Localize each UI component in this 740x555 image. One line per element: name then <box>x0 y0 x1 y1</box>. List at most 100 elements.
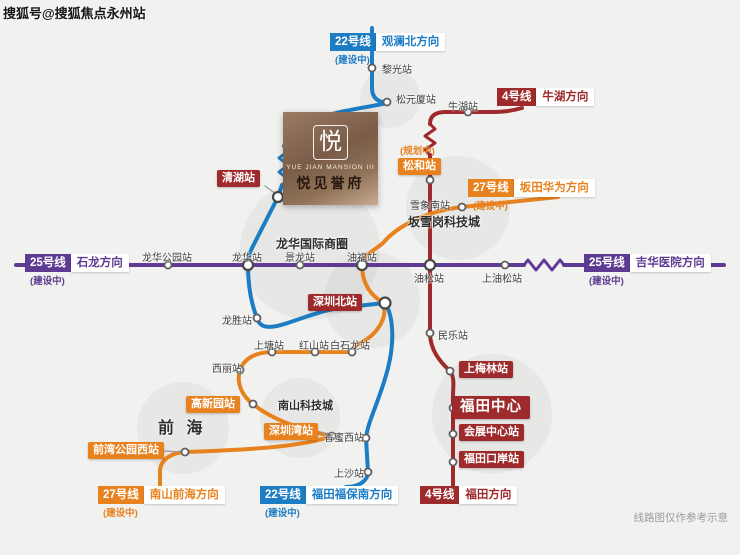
station-dot <box>457 202 467 212</box>
station-dot <box>425 328 435 338</box>
line-direction-chip: 石龙方向 <box>70 254 129 272</box>
station-dot <box>361 433 371 443</box>
interchange-dot <box>355 258 369 272</box>
station-label: 松元厦站 <box>396 95 436 106</box>
construction-note: (建设中) <box>103 508 138 519</box>
area-label: 坂雪岗科技城 <box>408 215 481 229</box>
station-dot <box>248 399 258 409</box>
line-number-chip: 4号线 <box>420 486 460 504</box>
station-dot <box>448 457 458 467</box>
station-dot <box>347 347 357 357</box>
line-terminal-east-27: 27号线坂田华为方向 (建设中) <box>468 179 595 212</box>
station-label: 上油松站 <box>482 274 522 285</box>
line-terminal-north-22: 22号线观澜北方向 (建设中) <box>330 33 446 66</box>
station-dot <box>448 429 458 439</box>
line-number-chip: 25号线 <box>25 254 71 272</box>
line-direction-chip: 福田方向 <box>459 486 518 504</box>
station-badge: 前湾公园西站 <box>88 442 164 459</box>
district-circle <box>324 252 420 348</box>
area-label: 龙华国际商圈 <box>276 237 349 251</box>
station-dot <box>445 366 455 376</box>
construction-note: (建设中) <box>589 276 624 287</box>
station-dot <box>180 447 190 457</box>
station-dot <box>363 467 373 477</box>
station-badge: 松和站 <box>398 158 441 175</box>
line-direction-chip: 南山前海方向 <box>143 486 225 504</box>
station-dot <box>252 313 262 323</box>
station-dot <box>367 63 377 73</box>
interchange-dot <box>241 258 255 272</box>
line-direction-chip: 牛湖方向 <box>536 88 595 106</box>
station-dot <box>382 97 392 107</box>
planned-note: (规划中) <box>400 146 435 157</box>
station-label: 油松站 <box>414 274 444 285</box>
station-badge: 高新园站 <box>186 396 240 413</box>
station-label: 白石龙站 <box>330 341 370 352</box>
station-badge: 福田中心 <box>452 396 530 419</box>
station-label: 龙华公园站 <box>142 253 192 264</box>
project-logo-glyph: 悦 <box>313 124 348 160</box>
line-terminal-south-22: 22号线福田福保南方向(建设中) <box>260 486 399 519</box>
station-dot <box>267 347 277 357</box>
construction-note: (建设中) <box>30 276 65 287</box>
line-direction-chip: 观澜北方向 <box>375 33 446 51</box>
area-label: 前 海 <box>158 420 207 437</box>
line-terminal-east-25: 25号线吉华医院方向 (建设中) <box>584 254 711 287</box>
station-badge: 深圳北站 <box>308 294 362 311</box>
station-label: 龙华站 <box>232 253 262 264</box>
station-badge: 会展中心站 <box>459 424 524 441</box>
line-terminal-south-27: 27号线南山前海方向 (建设中) <box>98 486 225 519</box>
station-badge: 福田口岸站 <box>459 451 524 468</box>
station-dot <box>235 365 245 375</box>
line-number-chip: 27号线 <box>98 486 144 504</box>
line-number-chip: 27号线 <box>468 179 514 197</box>
disclaimer-note: 线路图仅作参考示意 <box>633 512 729 524</box>
station-label: 龙胜站 <box>222 316 252 327</box>
interchange-dot <box>378 296 392 310</box>
line-direction-chip: 坂田华为方向 <box>513 179 595 197</box>
line-direction-chip: 福田福保南方向 <box>305 486 399 504</box>
station-label: 上塘站 <box>254 341 284 352</box>
line-number-chip: 22号线 <box>330 33 376 51</box>
station-label: 黎光站 <box>382 65 412 76</box>
station-label: 雪象南站 <box>410 201 450 212</box>
interchange-dot <box>271 190 285 204</box>
station-dot <box>163 260 173 270</box>
construction-note: (建设中) <box>335 55 370 66</box>
line-number-chip: 25号线 <box>584 254 630 272</box>
line-terminal-west-25: 25号线石龙方向 (建设中) <box>25 254 129 287</box>
station-dot <box>310 347 320 357</box>
interchange-dot <box>423 258 437 272</box>
station-label: 牛湖站 <box>448 102 478 113</box>
station-label: 民乐站 <box>438 331 468 342</box>
station-label: 西丽站 <box>212 364 242 375</box>
station-label: 红山站 <box>299 341 329 352</box>
project-logo: 悦 YUE JIAN MANSION III 悦见誉府 <box>283 112 378 205</box>
line-number-chip: 22号线 <box>260 486 306 504</box>
station-dot <box>295 260 305 270</box>
project-logo-name: 悦见誉府 <box>296 174 365 191</box>
line-direction-chip: 吉华医院方向 <box>629 254 711 272</box>
station-label: 香蜜西站 <box>324 433 364 444</box>
project-logo-subtitle: YUE JIAN MANSION III <box>286 163 375 171</box>
station-dot <box>500 260 510 270</box>
station-dot <box>425 175 435 185</box>
construction-note: (建设中) <box>473 201 508 212</box>
line-number-chip: 4号线 <box>497 88 537 106</box>
station-label: 上沙站 <box>334 469 364 480</box>
line-terminal-north-4: 4号线牛湖方向 <box>497 88 595 106</box>
watermark: 搜狐号@搜狐焦点永州站 <box>3 6 146 21</box>
station-dot <box>463 107 473 117</box>
station-label: 景龙站 <box>285 253 315 264</box>
station-badge: 上梅林站 <box>459 361 513 378</box>
district-circle <box>240 180 380 320</box>
station-dots <box>163 63 510 477</box>
area-label: 南山科技城 <box>278 400 333 412</box>
station-badge: 清湖站 <box>217 170 260 187</box>
station-dot <box>327 431 337 441</box>
station-badge: 深圳湾站 <box>264 423 318 440</box>
station-label: 油福站 <box>347 253 377 264</box>
line-terminal-south-4: 4号线福田方向 <box>420 486 518 504</box>
